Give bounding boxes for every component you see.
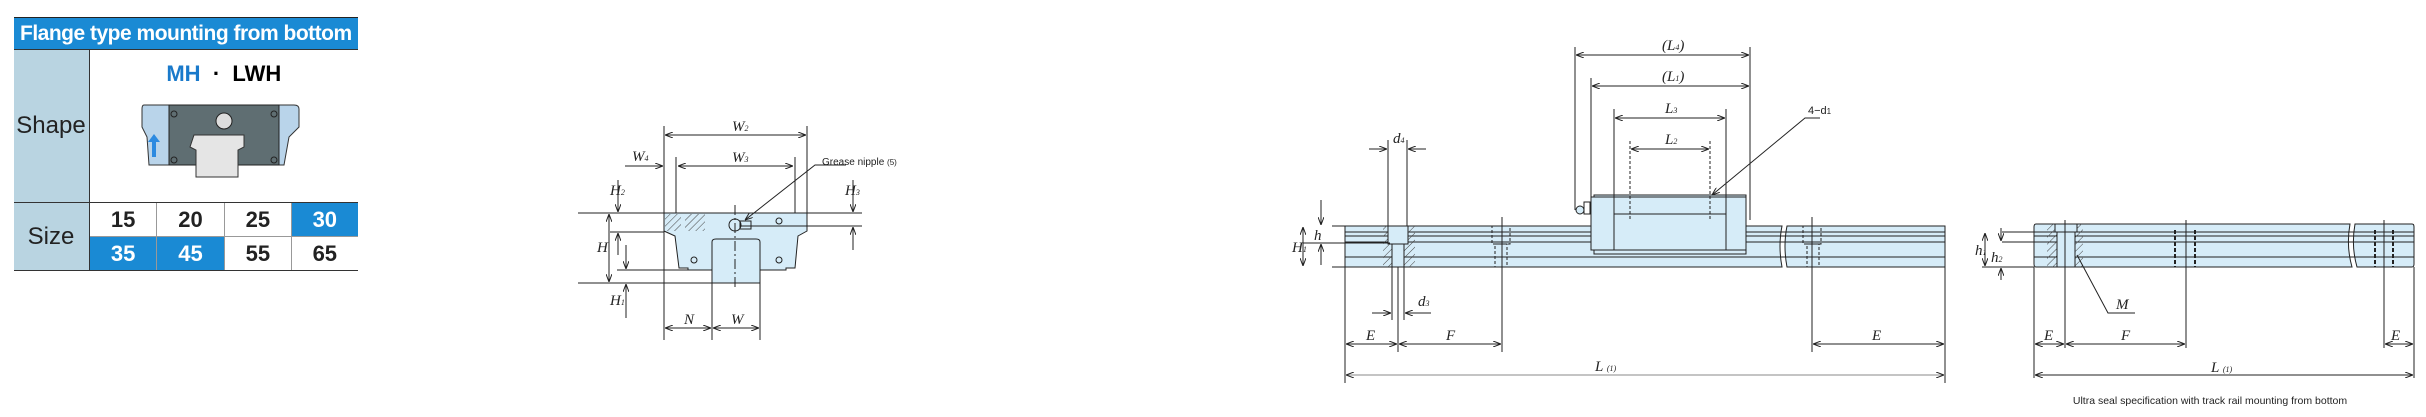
size-30: 30 — [290, 202, 358, 237]
label-l1: (L1) — [1662, 69, 1684, 85]
size-65: 65 — [290, 236, 358, 271]
table-title: Flange type mounting from bottom — [14, 17, 358, 50]
label-w2: W2 — [732, 119, 749, 135]
size-15: 15 — [88, 202, 157, 237]
label-l: L (1) — [1594, 359, 1616, 375]
label-4-d1: 4−d1 — [1808, 105, 1832, 117]
label-e: E — [2043, 328, 2053, 344]
size-label: Size — [14, 202, 90, 271]
label-h1: H1 — [1291, 240, 1307, 256]
label-l2: L2 — [1664, 132, 1677, 148]
ultra-seal-drawing — [1982, 220, 2415, 378]
label-h2: h2 — [1991, 250, 2003, 266]
label-l3: L3 — [1664, 101, 1677, 117]
label-m: M — [2115, 297, 2130, 313]
label-h: h — [1314, 228, 1322, 244]
front-view-drawing — [578, 126, 862, 340]
grease-nipple-label: Grease nipple (5) — [822, 157, 897, 168]
label-h3: H3 — [844, 183, 860, 199]
shape-illustration — [141, 104, 300, 178]
label-d4: d4 — [1393, 131, 1405, 147]
model-mh: MH — [166, 61, 201, 86]
size-35: 35 — [88, 236, 157, 271]
ultra-seal-caption: Ultra seal specification with track rail… — [2073, 395, 2348, 407]
front-view-labels: W2 W3 W4 H H2 H1 H3 N W Grease nipple (5… — [596, 119, 897, 328]
label-e-right: E — [1871, 328, 1881, 344]
size-20: 20 — [156, 202, 225, 237]
ultra-seal-labels: h1 h2 M E F E L (1) Ultra seal specifica… — [1975, 243, 2400, 407]
shape-label: Shape — [14, 49, 90, 203]
size-25: 25 — [223, 202, 292, 237]
label-f: F — [2120, 328, 2131, 344]
label-n: N — [683, 312, 695, 328]
label-w: W — [731, 312, 745, 328]
label-h1: h1 — [1975, 243, 1987, 259]
model-separator: · — [212, 61, 221, 86]
mounting-direction-arrow-icon — [147, 134, 160, 157]
label-l4: (L4) — [1662, 38, 1684, 54]
label-l: L (1) — [2210, 360, 2232, 376]
label-w3: W3 — [732, 150, 749, 166]
shape-cell: MH · LWH — [89, 49, 358, 203]
label-h1: H1 — [609, 293, 625, 309]
label-w4: W4 — [632, 149, 649, 165]
side-view-drawing — [1303, 47, 1946, 383]
spec-table: Flange type mounting from bottom Shape M… — [14, 17, 358, 271]
label-h: H — [596, 240, 609, 256]
model-names: MH · LWH — [91, 61, 357, 87]
side-view-labels: (L4) (L1) L3 L2 4−d1 d4 d3 h H1 E F E L … — [1291, 38, 1881, 375]
label-e-right: E — [2390, 328, 2400, 344]
label-f: F — [1445, 328, 1456, 344]
label-h2: H2 — [609, 183, 625, 199]
label-d3: d3 — [1418, 294, 1430, 310]
size-45: 45 — [156, 236, 225, 271]
size-55: 55 — [223, 236, 292, 271]
label-e: E — [1365, 328, 1375, 344]
model-lwh: LWH — [232, 61, 282, 86]
